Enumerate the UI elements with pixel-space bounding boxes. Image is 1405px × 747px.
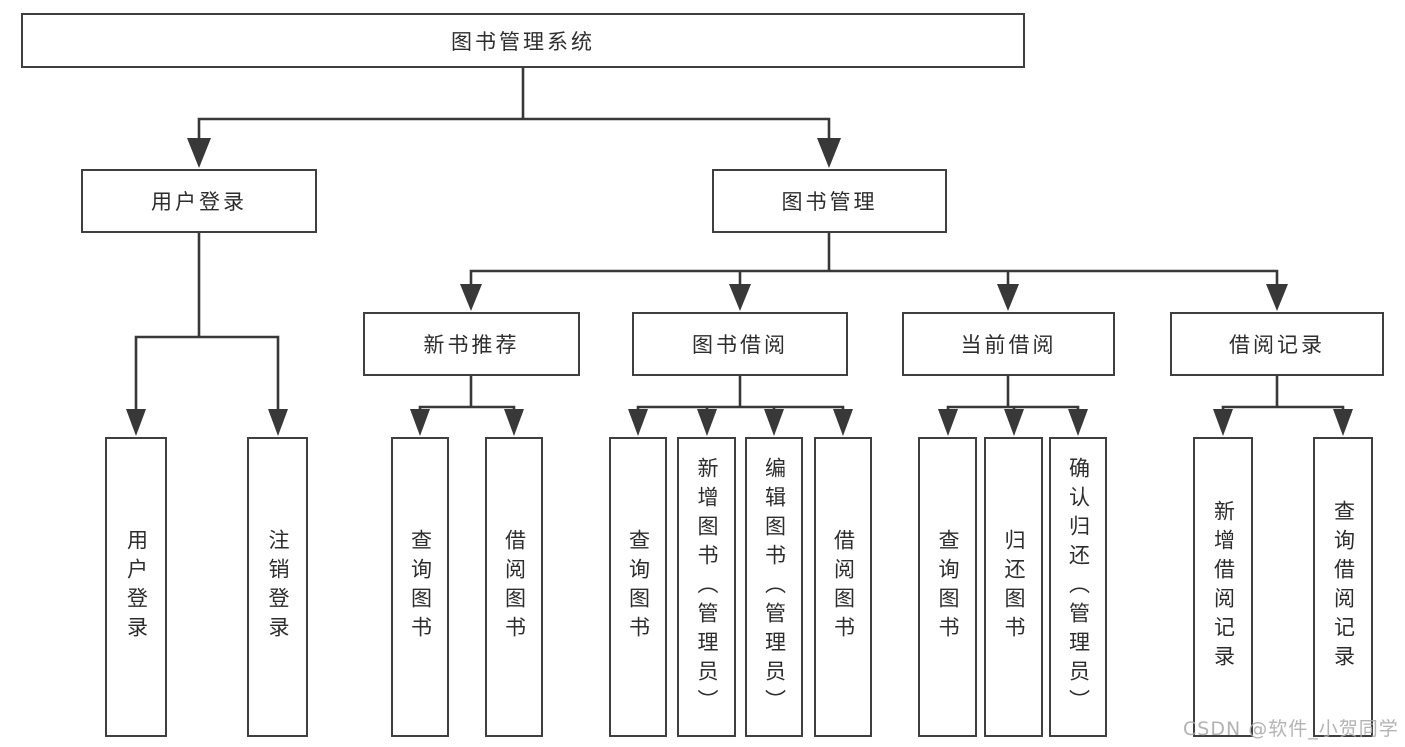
leaf-query-borrow-record: 查询借阅记录 xyxy=(1313,437,1373,737)
node-label: 借阅图书 xyxy=(831,529,856,645)
node-book-borrowing: 图书借阅 xyxy=(632,312,848,376)
leaf-borrow-books-recommend: 借阅图书 xyxy=(485,437,543,737)
node-label: 图书管理系统 xyxy=(451,29,595,54)
leaf-user-login: 用户登录 xyxy=(105,437,167,737)
node-label: 用户登录 xyxy=(124,529,149,645)
watermark-text: CSDN @软件_小贺同学 xyxy=(1183,718,1399,740)
node-label: 当前借阅 xyxy=(960,333,1057,357)
node-label: 新增借阅记录 xyxy=(1211,500,1236,674)
leaf-edit-books-admin: 编辑图书（管理员） xyxy=(745,437,803,737)
node-label: 图书借阅 xyxy=(692,333,788,357)
node-label: 查询图书 xyxy=(408,529,433,645)
node-borrowing-records: 借阅记录 xyxy=(1170,312,1384,376)
leaf-logout: 注销登录 xyxy=(247,437,308,737)
leaf-query-books-recommend: 查询图书 xyxy=(391,437,449,737)
node-label: 图书管理 xyxy=(781,190,878,214)
node-new-book-recommendation: 新书推荐 xyxy=(363,312,580,376)
node-label: 确认归还（管理员） xyxy=(1066,456,1091,718)
leaf-add-borrow-record: 新增借阅记录 xyxy=(1193,437,1253,737)
node-label: 用户登录 xyxy=(151,190,247,214)
node-label: 新书推荐 xyxy=(423,333,520,357)
node-label: 注销登录 xyxy=(266,529,290,645)
node-label: 查询借阅记录 xyxy=(1331,500,1356,674)
node-label: 编辑图书（管理员） xyxy=(762,456,787,718)
node-label: 借阅记录 xyxy=(1229,333,1325,357)
leaf-borrow-books-borrowing: 借阅图书 xyxy=(814,437,872,737)
node-label: 查询图书 xyxy=(626,529,651,645)
node-library-management-system: 图书管理系统 xyxy=(21,13,1025,68)
node-label: 查询图书 xyxy=(936,529,960,645)
leaf-return-books: 归还图书 xyxy=(984,437,1043,737)
node-label: 新增图书（管理员） xyxy=(695,456,719,718)
leaf-query-books-borrowing: 查询图书 xyxy=(609,437,667,737)
node-label: 借阅图书 xyxy=(502,529,527,645)
node-label: 归还图书 xyxy=(1002,529,1026,645)
leaf-query-books-current: 查询图书 xyxy=(918,437,977,737)
leaf-add-books-admin: 新增图书（管理员） xyxy=(677,437,736,737)
node-current-borrowing: 当前借阅 xyxy=(902,312,1115,376)
node-book-management: 图书管理 xyxy=(712,169,947,233)
leaf-confirm-return-admin: 确认归还（管理员） xyxy=(1049,437,1107,737)
node-user-login: 用户登录 xyxy=(81,169,317,233)
